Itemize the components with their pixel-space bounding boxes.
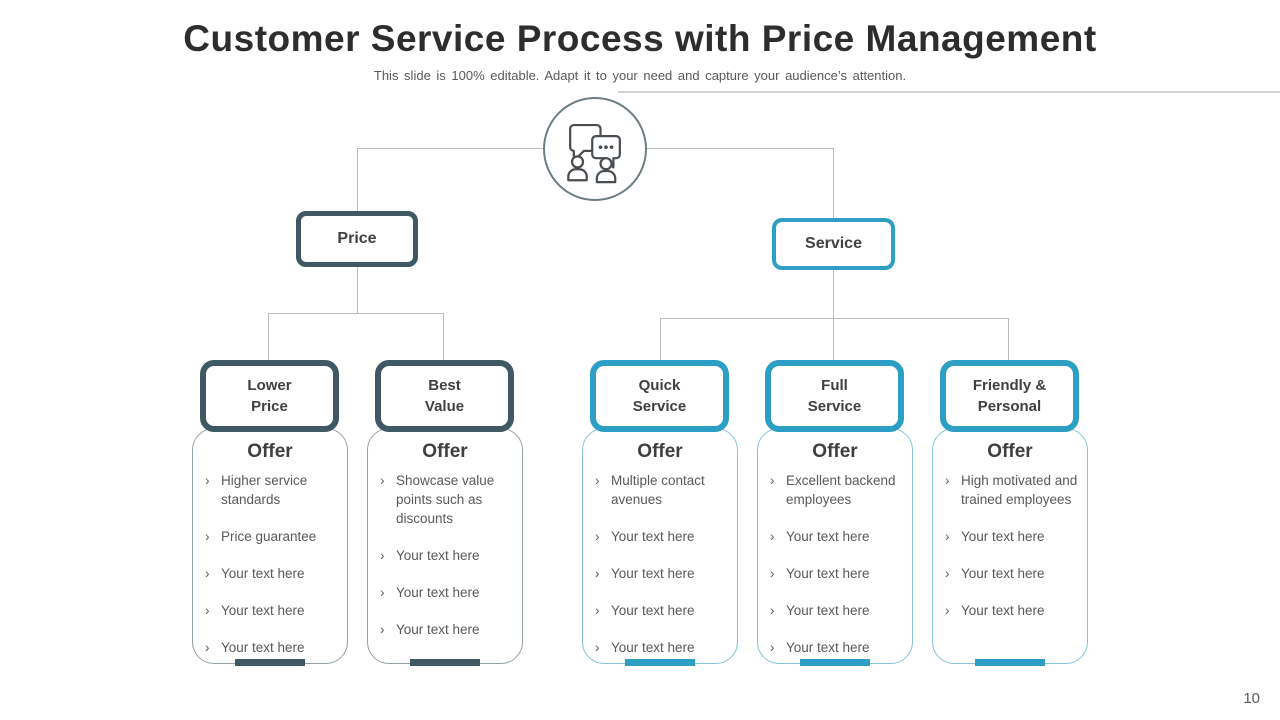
connector-friendly-stub [1008,318,1009,360]
connector-lower-price-stub [268,313,269,360]
chevron-bullet-icon: › [770,603,775,618]
offer-title: Offer [247,441,293,462]
list-item[interactable]: ›Your text here [770,529,870,544]
list-item[interactable]: ›High motivated and trained employees [945,473,1078,507]
list-item[interactable]: ›Your text here [380,622,480,637]
list-item[interactable]: ›Your text here [205,640,305,655]
chevron-bullet-icon: › [205,529,210,544]
chevron-bullet-icon: › [595,529,600,544]
offer-title: Offer [987,441,1033,462]
offer-panel-full-service[interactable]: Offer ›Excellent backend employees ›Your… [757,428,913,666]
connector-best-value-stub [443,313,444,360]
offer-panel-best-value[interactable]: Offer ›Showcase value points such as dis… [367,428,523,666]
offer-list: ›Excellent backend employees ›Your text … [758,471,912,657]
list-item[interactable]: ›Showcase value points such as discounts [380,473,495,526]
connector-service-stub [833,148,834,218]
node-price-label: Price [337,230,377,247]
conversation-icon-glyph [567,123,621,184]
list-item[interactable]: ›Your text here [770,566,870,581]
chevron-bullet-icon: › [380,473,385,488]
chevron-bullet-icon: › [770,473,775,488]
node-label: Best Value [424,377,465,415]
chevron-bullet-icon: › [945,529,950,544]
list-item[interactable]: ›Your text here [945,566,1045,581]
page-number: 10 [1243,690,1260,707]
list-item[interactable]: ›Your text here [595,566,695,581]
list-item[interactable]: ›Your text here [380,548,480,563]
offer-title: Offer [637,441,683,462]
customer-conversation-icon [543,97,647,201]
list-item[interactable]: ›Excellent backend employees [770,473,896,507]
accent-bar [410,659,480,666]
connector-service-down [833,270,834,318]
connector-price-stub [357,148,358,211]
chevron-bullet-icon: › [945,473,950,488]
list-item[interactable]: ›Your text here [770,603,870,618]
offer-panel-lower-price[interactable]: Offer ›Higher service standards ›Price g… [192,428,348,666]
chevron-bullet-icon: › [770,566,775,581]
connector-price-down [357,267,358,313]
accent-bar [235,659,305,666]
list-item[interactable]: ›Multiple contact avenues [595,473,705,507]
connector-full-service-stub [833,318,834,360]
chevron-bullet-icon: › [945,566,950,581]
connector-service-split [660,318,1008,319]
node-best-value[interactable]: Best Value [375,360,514,432]
chevron-bullet-icon: › [595,566,600,581]
list-item[interactable]: ›Your text here [595,603,695,618]
list-item[interactable]: ›Your text here [945,529,1045,544]
node-quick-service[interactable]: Quick Service [590,360,729,432]
node-label: Friendly & Personal [972,377,1047,415]
accent-bar [800,659,870,666]
list-item[interactable]: ›Your text here [945,603,1045,618]
offer-title: Offer [812,441,858,462]
node-service-label: Service [805,235,862,252]
connector-quick-service-stub [660,318,661,360]
list-item[interactable]: ›Your text here [205,566,305,581]
chevron-bullet-icon: › [380,622,385,637]
node-service[interactable]: Service [772,218,895,270]
offer-panel-quick-service[interactable]: Offer ›Multiple contact avenues ›Your te… [582,428,738,666]
list-item[interactable]: ›Your text here [380,585,480,600]
node-full-service[interactable]: Full Service [765,360,904,432]
offer-list: ›Multiple contact avenues ›Your text her… [583,471,737,657]
node-label: Lower Price [247,377,292,415]
page-title: Customer Service Process with Price Mana… [183,18,1097,59]
list-item[interactable]: ›Higher service standards [205,473,308,507]
list-item[interactable]: ›Your text here [770,640,870,655]
offer-title: Offer [422,441,468,462]
list-item[interactable]: ›Price guarantee [205,529,317,544]
offer-list: ›Higher service standards ›Price guarant… [193,471,347,657]
offer-list: ›High motivated and trained employees ›Y… [933,471,1087,620]
chevron-bullet-icon: › [945,603,950,618]
node-label: Quick Service [632,377,687,415]
slide-subtitle: This slide is 100% editable. Adapt it to… [373,68,907,83]
chevron-bullet-icon: › [205,566,210,581]
node-friendly-personal[interactable]: Friendly & Personal [940,360,1079,432]
offer-panel-friendly-personal[interactable]: Offer ›High motivated and trained employ… [932,428,1088,666]
chevron-bullet-icon: › [595,640,600,655]
chevron-bullet-icon: › [380,548,385,563]
node-label: Full Service [807,377,862,415]
connector-price-split [268,313,444,314]
node-price[interactable]: Price [296,211,418,267]
accent-bar [625,659,695,666]
chevron-bullet-icon: › [595,603,600,618]
chevron-bullet-icon: › [595,473,600,488]
list-item[interactable]: ›Your text here [595,529,695,544]
chevron-bullet-icon: › [380,585,385,600]
header-divider [618,91,1280,93]
offer-list: ›Showcase value points such as discounts… [368,471,522,639]
chevron-bullet-icon: › [205,640,210,655]
chevron-bullet-icon: › [205,603,210,618]
node-lower-price[interactable]: Lower Price [200,360,339,432]
list-item[interactable]: ›Your text here [205,603,305,618]
chevron-bullet-icon: › [205,473,210,488]
list-item[interactable]: ›Your text here [595,640,695,655]
chevron-bullet-icon: › [770,529,775,544]
chevron-bullet-icon: › [770,640,775,655]
accent-bar [975,659,1045,666]
